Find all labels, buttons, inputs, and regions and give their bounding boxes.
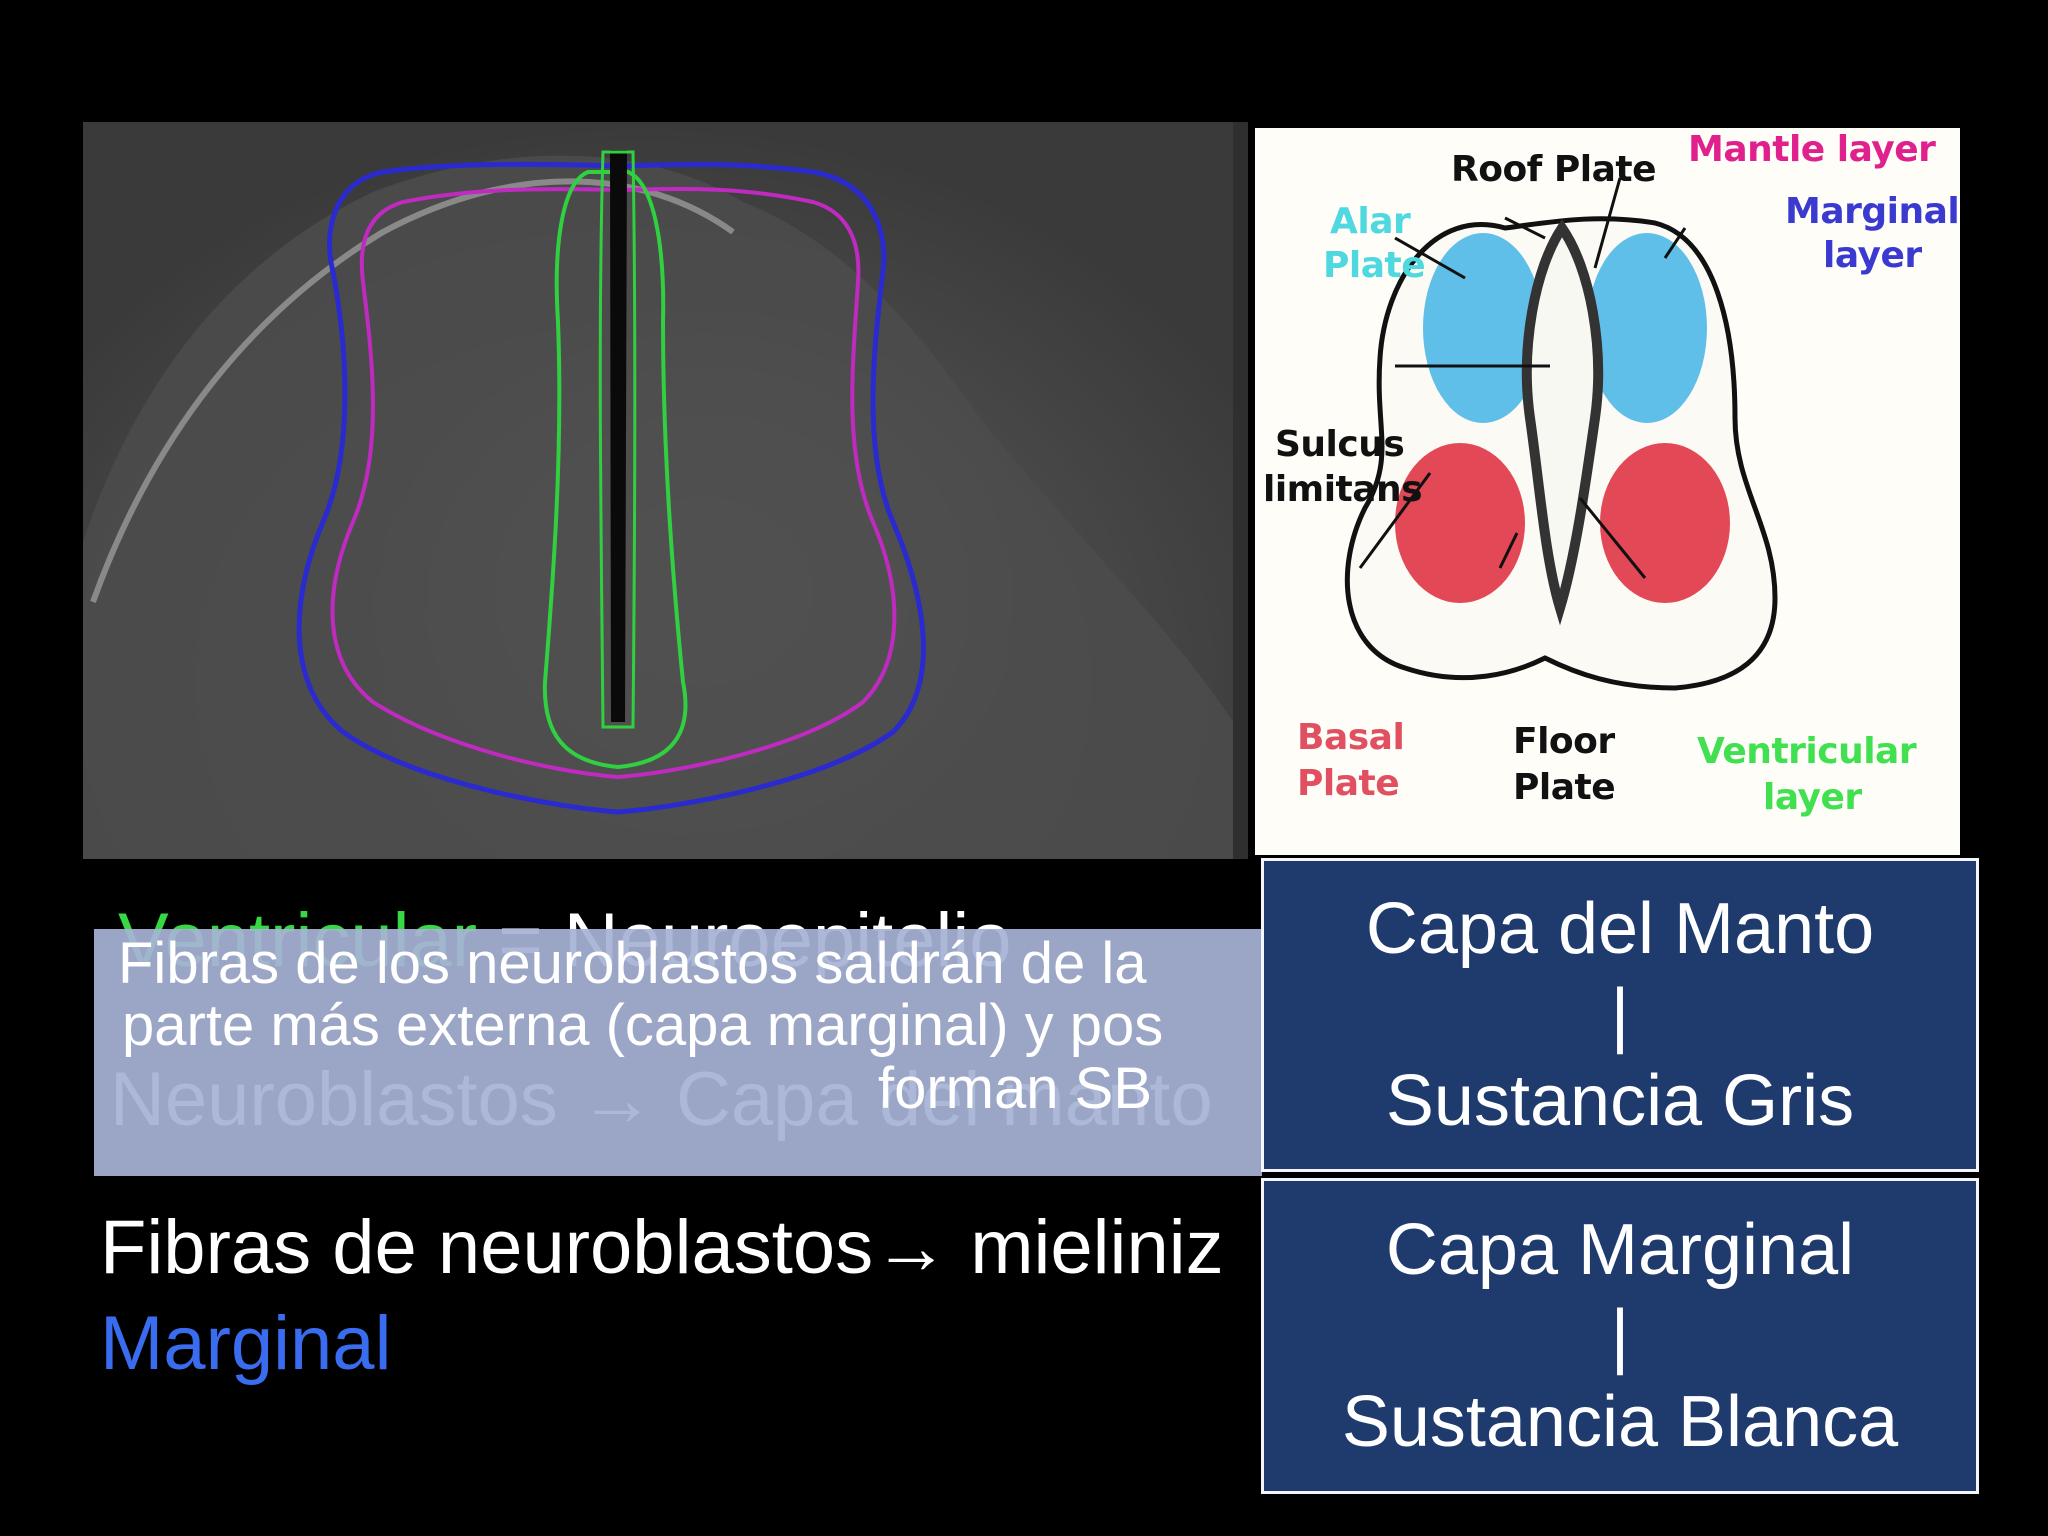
label-floor-plate-1: Floor [1513,721,1615,762]
label-roof-plate: Roof Plate [1451,149,1657,190]
box-capa-manto: Capa del Manto | Sustancia Gris [1261,858,1979,1172]
box-capa-marginal-title: Capa Marginal [1385,1210,1855,1290]
bullet-fibras-marginal: Marginal [100,1301,392,1386]
image-border-strip [1233,122,1248,859]
label-marginal-layer-2: layer [1823,235,1922,276]
label-alar-plate-2: Plate [1323,245,1426,286]
sem-neural-tube-image [83,122,1233,859]
label-marginal-layer-1: Marginal [1785,191,1960,232]
overlay-line-2: parte más externa (capa marginal) y pos [122,993,1164,1058]
label-alar-plate-1: Alar [1330,201,1411,242]
box-capa-manto-title: Capa del Manto [1365,889,1875,969]
label-sulcus-2: limitans [1263,469,1423,510]
bullet-fibras-mielinizan: Fibras de neuroblastos→ mieliniz [100,1205,1224,1290]
label-mantle-layer: Mantle layer [1688,129,1936,170]
overlay-callout: Fibras de los neuroblastos saldrán de la… [94,929,1262,1176]
label-ventricular-1: Ventricular [1697,731,1917,772]
neural-tube-diagram: Roof Plate Mantle layer Marginal layer A… [1255,128,1960,855]
box-capa-marginal-result: Sustancia Blanca [1341,1382,1899,1462]
overlay-line-3: forman SB [878,1056,1152,1121]
neural-tube-drawing [1344,177,1778,691]
neural-tube-outlines [83,150,1233,859]
label-basal-plate-2: Plate [1297,763,1400,804]
label-basal-plate-1: Basal [1297,717,1405,758]
label-ventricular-2: layer [1763,777,1862,818]
label-sulcus-1: Sulcus [1275,424,1405,465]
overlay-line-1: Fibras de los neuroblastos saldrán de la [118,931,1147,996]
box-capa-manto-result: Sustancia Gris [1385,1061,1855,1141]
box-capa-marginal: Capa Marginal | Sustancia Blanca [1261,1178,1979,1494]
box-capa-marginal-separator: | [1610,1296,1630,1376]
box-capa-manto-separator: | [1610,975,1630,1055]
label-floor-plate-2: Plate [1513,767,1616,808]
